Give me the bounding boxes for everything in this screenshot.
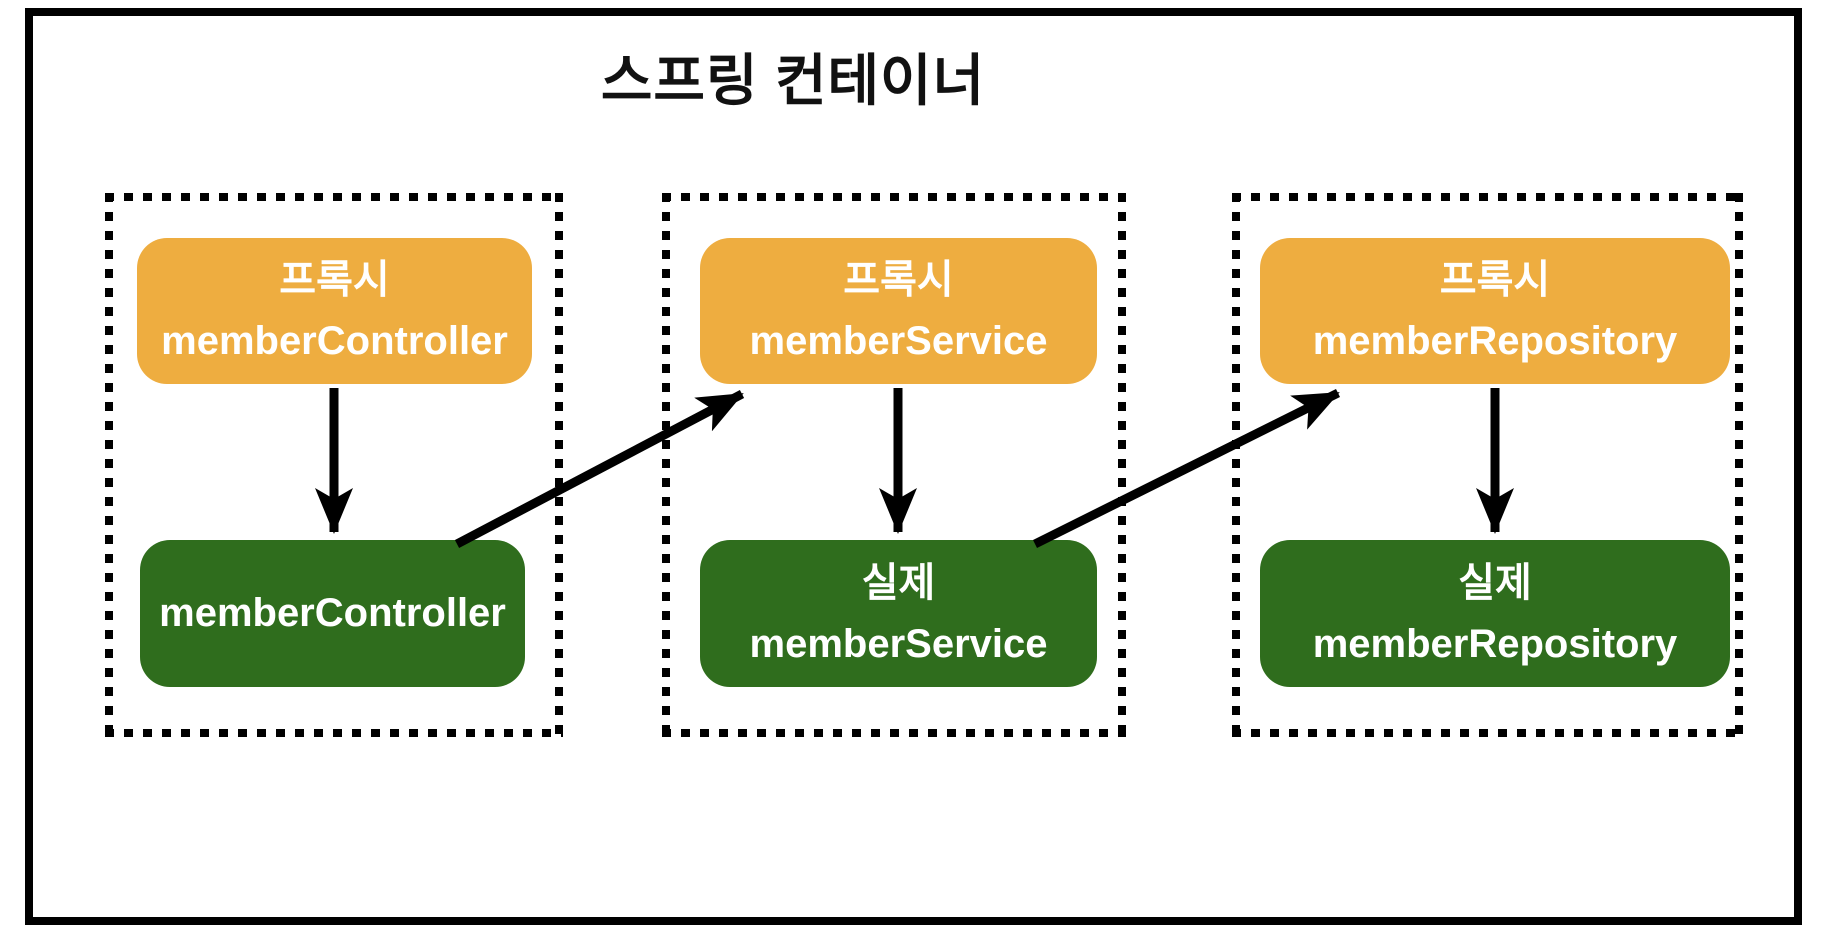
box-label-line: 프록시: [279, 258, 390, 302]
proxy-member-service-box: 프록시 memberService: [700, 238, 1097, 384]
proxy-member-controller-box: 프록시 memberController: [137, 238, 532, 384]
box-label-line: memberController: [161, 319, 508, 363]
real-member-repository-box: 실제 memberRepository: [1260, 540, 1730, 687]
box-label-line: memberRepository: [1312, 621, 1678, 666]
box-label-line: memberService: [749, 621, 1048, 666]
real-member-controller-box: memberController: [140, 540, 525, 687]
box-label-line: 프록시: [843, 258, 954, 302]
proxy-member-repository-box: 프록시 memberRepository: [1260, 238, 1730, 384]
diagram-title: 스프링 컨테이너: [600, 49, 986, 112]
box-label-line: memberRepository: [1312, 319, 1678, 363]
box-label-line: 실제: [1458, 560, 1532, 605]
box-label-line: memberController: [159, 591, 506, 635]
box-label-line: 프록시: [1439, 258, 1551, 302]
box-label-line: memberService: [749, 319, 1048, 363]
box-label-line: 실제: [861, 560, 936, 605]
real-member-service-box: 실제 memberService: [700, 540, 1097, 687]
